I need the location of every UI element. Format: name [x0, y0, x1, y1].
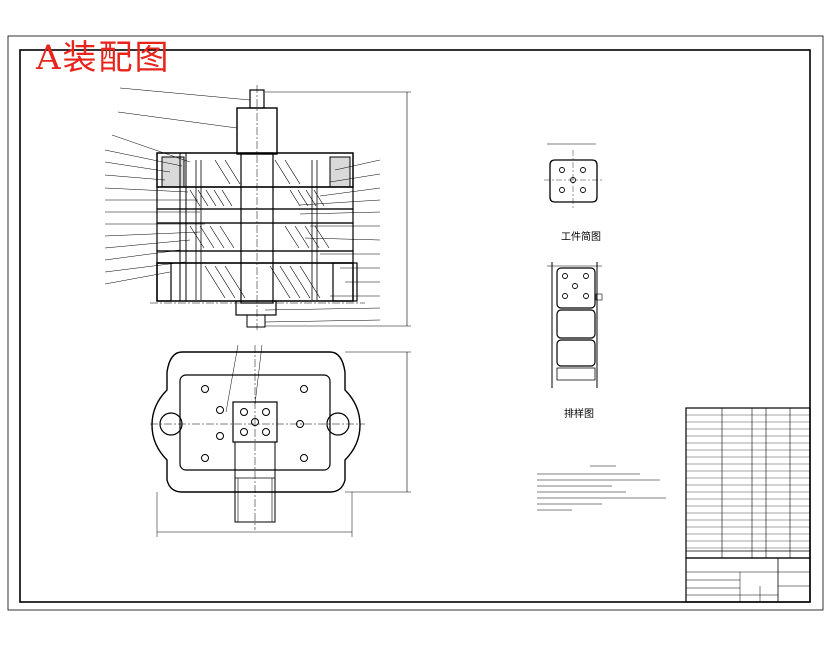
top-plan-view	[150, 344, 411, 537]
strip-layout-sketch	[547, 262, 603, 388]
inner-frame	[19, 49, 811, 603]
strip-layout-label: 排样图	[564, 409, 594, 420]
technical-notes	[537, 465, 666, 511]
workpiece-sketch	[544, 143, 602, 208]
title-block	[685, 557, 811, 603]
workpiece-label: 工件简图	[561, 232, 601, 243]
front-section-view	[104, 85, 411, 330]
drawing-title: A装配图	[36, 38, 171, 78]
parts-list-table	[685, 407, 811, 559]
outer-frame	[7, 35, 824, 611]
